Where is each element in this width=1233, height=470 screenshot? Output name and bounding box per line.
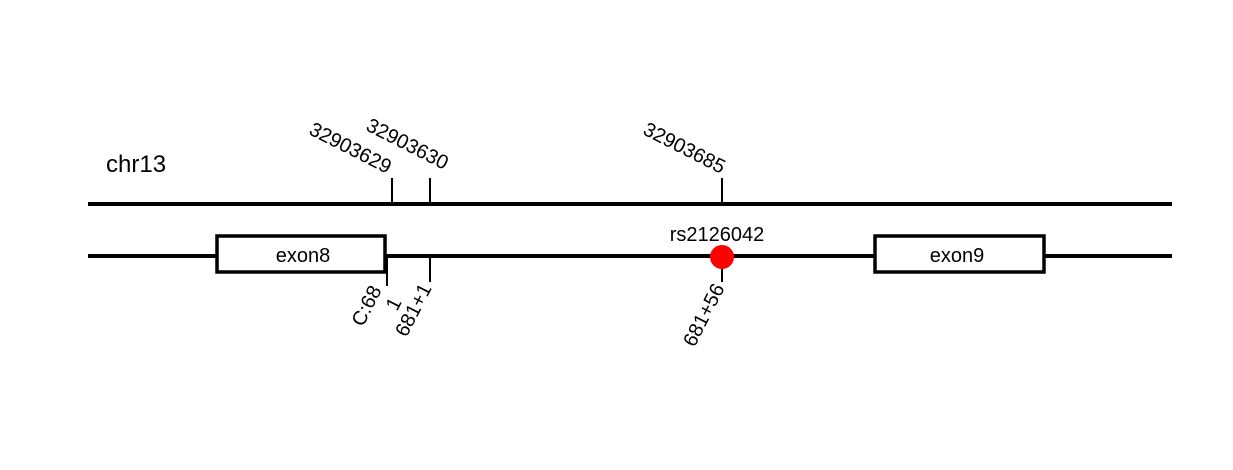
exon9-label: exon9 [930, 245, 985, 267]
exon9-box: exon9 [873, 234, 1046, 274]
chromosome-label: chr13 [106, 151, 166, 178]
exon8-label: exon8 [276, 245, 331, 267]
coding-position-label-c68: C:68 [348, 282, 387, 330]
variant-label: rs2126042 [670, 224, 765, 246]
variant-marker [710, 245, 734, 269]
coding-position-label-681-56: 681+56 [679, 280, 729, 350]
exon8-box: exon8 [215, 234, 387, 274]
genomic-position-label-3: 32903685 [639, 118, 728, 178]
